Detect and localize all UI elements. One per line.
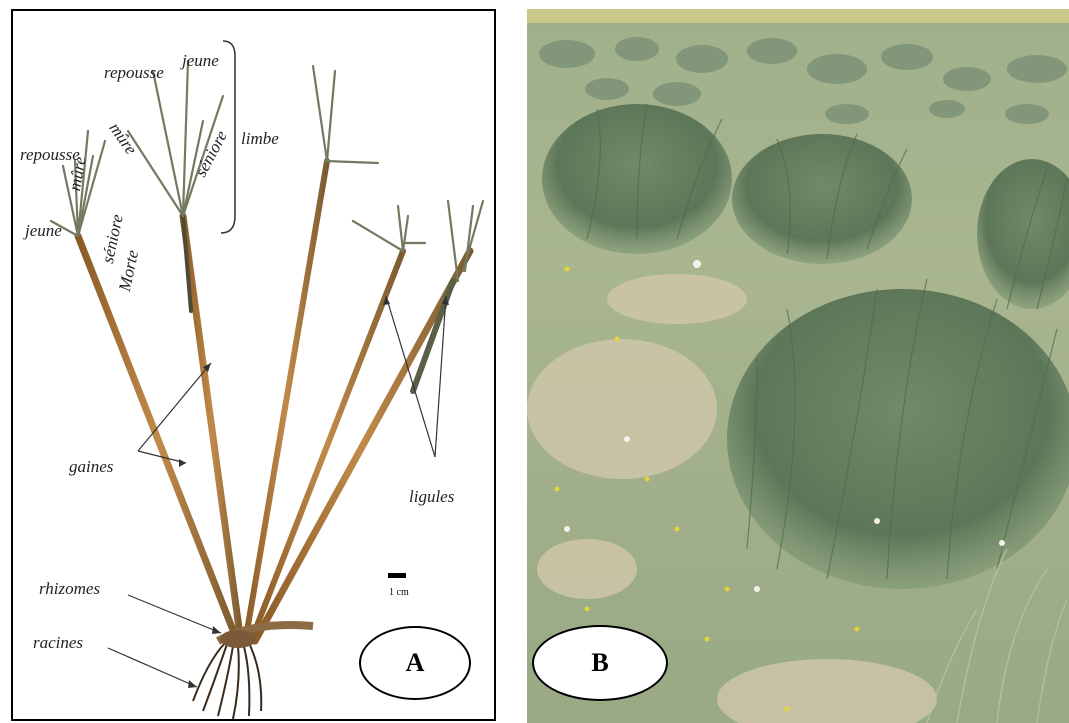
tiller-5: [255, 251, 470, 641]
rhizome-knot: [220, 630, 256, 648]
label-gaines: gaines: [69, 457, 113, 477]
panel-b-letter: B: [591, 648, 608, 678]
roots: [193, 641, 261, 719]
label-limbe: limbe: [241, 129, 279, 149]
panel-a-plant-diagram: repousse jeune mûre séniore limbe repous…: [11, 9, 496, 721]
label-ligules: ligules: [409, 487, 454, 507]
tussock-foreground: [727, 289, 1069, 589]
panel-b-letter-badge: B: [532, 625, 668, 701]
label-rhizomes: rhizomes: [39, 579, 100, 599]
panel-a-letter-badge: A: [359, 626, 471, 700]
label-jeune-top: jeune: [182, 51, 219, 71]
horizon-strip: [527, 9, 1069, 23]
label-racines: racines: [33, 633, 83, 653]
steppe-photo: [527, 9, 1069, 723]
tiller-4: [251, 251, 403, 641]
label-jeune-left: jeune: [25, 221, 62, 241]
label-repousse-top: repousse: [104, 63, 164, 83]
tiller-3: [245, 161, 327, 643]
panel-b-field-photo: B: [527, 9, 1069, 723]
panel-a-letter: A: [406, 648, 425, 678]
plant-illustration: [13, 11, 496, 721]
tiller-stems: [78, 161, 470, 643]
scale-bar-label: 1 cm: [389, 587, 409, 598]
scale-bar: [388, 573, 406, 578]
